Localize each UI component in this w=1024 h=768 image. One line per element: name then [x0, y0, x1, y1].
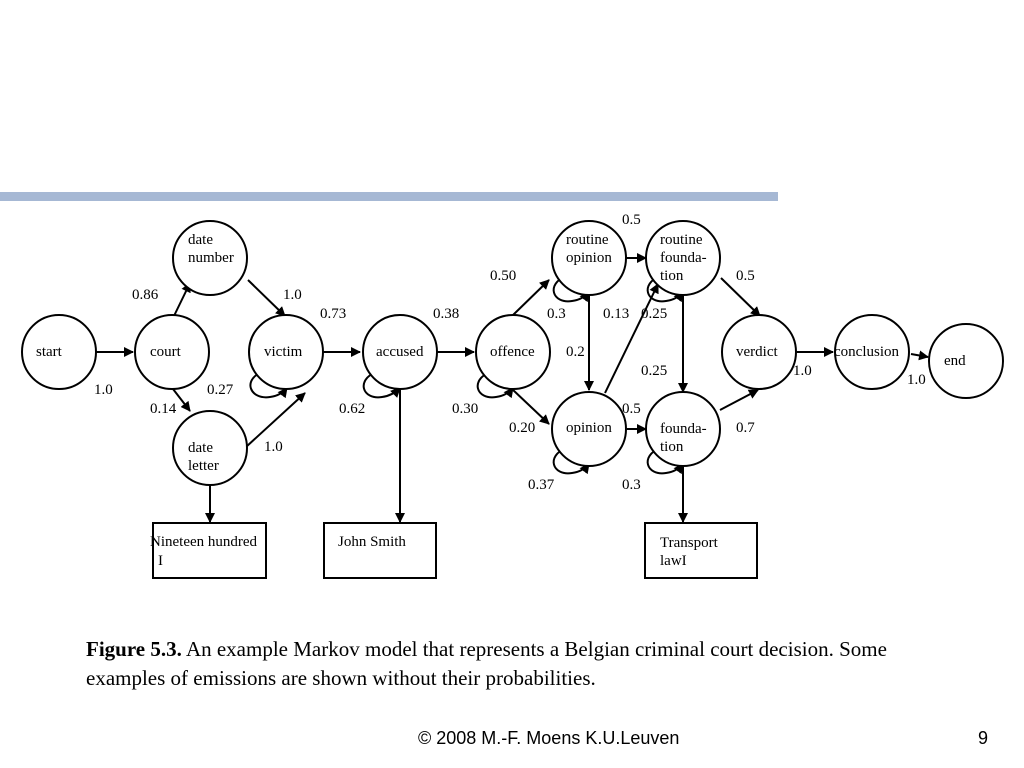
label-conclusion: conclusion — [834, 344, 899, 360]
label-end: end — [944, 353, 966, 369]
emission-nineteen-line2: I — [158, 553, 163, 569]
emission-transport-line1: Transport — [660, 535, 719, 551]
emission-nineteen-line1: Nineteen hundred — [150, 534, 258, 550]
state-labels: start court date number victim date lett… — [36, 232, 966, 474]
prob-victim-accused: 0.73 — [320, 306, 346, 322]
prob-offence-routineopinion: 0.50 — [490, 268, 516, 284]
prob-routinefoundation-foundation: 0.25 — [641, 363, 667, 379]
state-offence — [475, 314, 551, 390]
state-victim — [248, 314, 324, 390]
prob-offence-self: 0.30 — [452, 401, 478, 417]
edge-opinion-routinefoundation — [604, 283, 659, 394]
prob-offence-opinion: 0.20 — [509, 420, 535, 436]
label-offence: offence — [490, 344, 535, 360]
label-routine-opinion-2: opinion — [566, 250, 612, 266]
probability-labels: 1.0 0.86 1.0 0.14 0.27 1.0 0.73 0.62 0.3… — [94, 212, 926, 493]
label-date-letter-1: date — [188, 440, 213, 456]
self-loop-victim — [249, 371, 288, 399]
label-verdict: verdict — [736, 344, 778, 360]
emission-labels: Nineteen hundred I John Smith Transport … — [150, 534, 719, 569]
prob-routinefoundation-verdict: 0.5 — [736, 268, 755, 284]
emission-box-john — [323, 522, 437, 579]
edge-court-datenumber — [172, 282, 191, 319]
prob-opinion-foundation: 0.5 — [622, 401, 641, 417]
self-loop-foundation — [646, 447, 684, 475]
prob-opinion-routinefoundation: 0.13 — [603, 306, 629, 322]
label-routine-foundation-2: founda- — [660, 250, 707, 266]
prob-court-datenumber: 0.86 — [132, 287, 159, 303]
self-loop-offence — [476, 371, 514, 399]
figure-caption-text: An example Markov model that represents … — [86, 637, 887, 690]
edge-routinefoundation-verdict — [720, 277, 761, 317]
state-verdict — [721, 314, 797, 390]
edge-offence-opinion — [511, 388, 550, 425]
figure-caption: Figure 5.3. An example Markov model that… — [86, 635, 926, 693]
state-opinion — [551, 391, 627, 467]
page-number: 9 — [978, 728, 989, 748]
prob-routineopinion-routinefoundation: 0.5 — [622, 212, 641, 228]
state-end — [928, 323, 1004, 399]
label-victim: victim — [264, 344, 303, 360]
title-divider-bar — [0, 192, 778, 201]
prob-court-dateletter: 0.14 — [150, 401, 177, 417]
footer-copyright: © 2008 M.-F. Moens K.U.Leuven — [418, 728, 680, 748]
label-foundation-2: tion — [660, 439, 684, 455]
label-date-number-1: date — [188, 232, 213, 248]
prob-datenumber-victim: 1.0 — [283, 287, 302, 303]
prob-routinefoundation-self: 0.25 — [641, 306, 667, 322]
edges — [96, 253, 929, 523]
state-foundation — [645, 391, 721, 467]
edge-dateletter-victim — [245, 392, 306, 448]
prob-routineopinion-opinion: 0.2 — [566, 344, 585, 360]
edge-court-dateletter — [172, 388, 191, 412]
label-start: start — [36, 344, 63, 360]
states — [21, 220, 1004, 486]
prob-accused-offence: 0.38 — [433, 306, 459, 322]
prob-victim-self: 0.27 — [207, 382, 234, 398]
prob-routineopinion-self: 0.3 — [547, 306, 566, 322]
label-routine-foundation-1: routine — [660, 232, 703, 248]
edge-foundation-verdict — [719, 389, 759, 411]
edge-offence-routineopinion — [511, 279, 550, 317]
prob-conclusion-end: 1.0 — [907, 372, 926, 388]
emission-box-transport — [644, 522, 758, 579]
state-conclusion — [834, 314, 910, 390]
emission-box-nineteen — [152, 522, 267, 579]
state-accused — [362, 314, 438, 390]
label-court: court — [150, 344, 182, 360]
prob-opinion-self: 0.37 — [528, 477, 555, 493]
emission-transport-line2: lawI — [660, 553, 687, 569]
label-opinion: opinion — [566, 420, 612, 436]
prob-foundation-verdict: 0.7 — [736, 420, 755, 436]
state-start — [21, 314, 97, 390]
label-routine-foundation-3: tion — [660, 268, 684, 284]
edge-conclusion-end — [910, 350, 929, 361]
label-date-letter-2: letter — [188, 458, 219, 474]
state-routine-opinion — [551, 220, 627, 296]
label-date-number-2: number — [188, 250, 234, 266]
state-routine-foundation — [645, 220, 721, 296]
self-loop-accused — [362, 371, 401, 399]
label-accused: accused — [376, 344, 424, 360]
figure-caption-label: Figure 5.3. — [86, 637, 182, 661]
prob-dateletter-victim: 1.0 — [264, 439, 283, 455]
label-foundation-1: founda- — [660, 421, 707, 437]
prob-start-court: 1.0 — [94, 382, 113, 398]
emission-john-line1: John Smith — [338, 534, 406, 550]
state-court — [134, 314, 210, 390]
edge-datenumber-victim — [247, 279, 286, 317]
state-date-letter — [172, 410, 248, 486]
label-routine-opinion-1: routine — [566, 232, 609, 248]
prob-verdict-conclusion: 1.0 — [793, 363, 812, 379]
self-loop-opinion — [552, 447, 590, 475]
prob-accused-self: 0.62 — [339, 401, 365, 417]
prob-foundation-self: 0.3 — [622, 477, 641, 493]
emission-boxes — [152, 522, 758, 579]
markov-model-diagram: start court date number victim date lett… — [21, 212, 1004, 579]
state-date-number — [172, 220, 248, 296]
